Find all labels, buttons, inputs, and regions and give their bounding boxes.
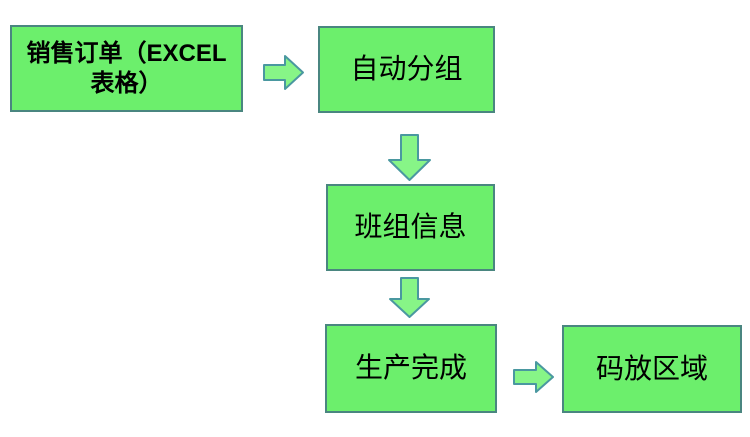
node-auto-group-label: 自动分组	[350, 54, 463, 85]
node-auto-group: 自动分组	[318, 26, 495, 113]
node-production-complete-label: 生产完成	[354, 353, 467, 384]
node-team-info-label: 班组信息	[354, 212, 467, 243]
arrow-right-icon	[263, 55, 304, 90]
arrow-right-icon	[513, 361, 554, 393]
node-stacking-area: 码放区域	[562, 325, 742, 413]
node-production-complete: 生产完成	[325, 324, 497, 413]
arrow-down-icon	[389, 277, 430, 318]
node-sales-order: 销售订单（EXCEL表格）	[10, 25, 243, 112]
node-sales-order-label: 销售订单（EXCEL表格）	[26, 39, 227, 97]
arrow-down-icon	[388, 134, 431, 181]
node-team-info: 班组信息	[326, 184, 495, 271]
node-stacking-area-label: 码放区域	[595, 353, 708, 385]
